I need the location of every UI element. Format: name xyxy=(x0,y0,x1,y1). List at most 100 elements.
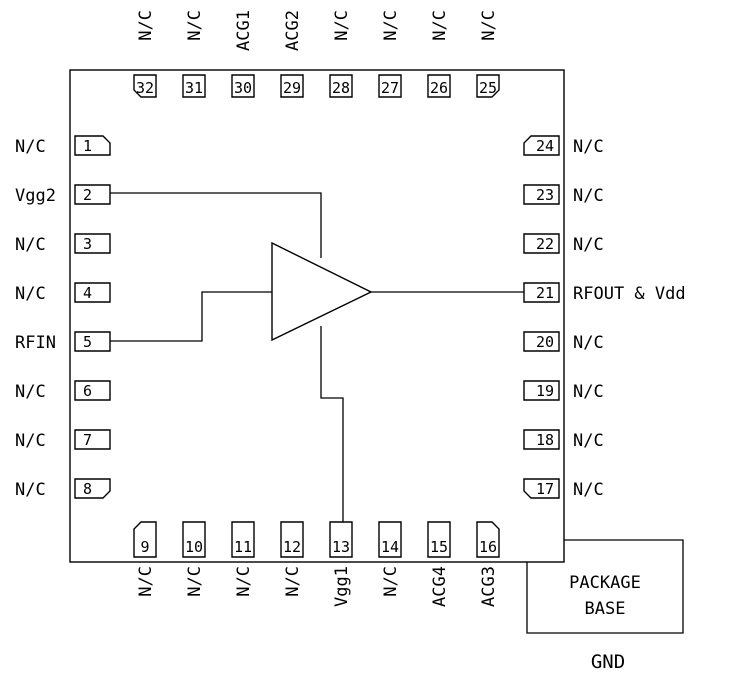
pin-label: Vgg1 xyxy=(332,566,352,607)
rfin-trace xyxy=(110,291,272,342)
package-base-connector xyxy=(526,539,684,634)
left-pin-5: 5 RFIN xyxy=(15,331,111,353)
pin-number: 2 xyxy=(83,186,92,204)
pin-box xyxy=(231,521,255,558)
pin-number: 6 xyxy=(83,382,92,400)
pin-number: 31 xyxy=(185,79,203,97)
vgg2-trace xyxy=(110,192,322,258)
pin-box xyxy=(523,184,560,205)
pin-number: 5 xyxy=(83,333,92,351)
pin-number: 16 xyxy=(479,538,497,556)
package-base-label-line1: PACKAGE xyxy=(569,573,641,593)
pin-box xyxy=(523,233,560,254)
pin-number: 7 xyxy=(83,431,92,449)
pin-box xyxy=(74,135,111,156)
pin-label: N/C xyxy=(15,382,46,402)
pin-number: 13 xyxy=(332,538,350,556)
pin-label: ACG3 xyxy=(479,566,499,607)
left-pin-6: 6 N/C xyxy=(15,380,111,402)
top-pin-32: 32 N/C xyxy=(133,10,157,98)
bottom-pin-9: 9N/C xyxy=(133,521,157,597)
pin-box xyxy=(74,380,111,401)
bottom-pin-14: 14N/C xyxy=(378,521,402,597)
pin-number: 22 xyxy=(536,235,554,253)
pin-number: 19 xyxy=(536,382,554,400)
pin-box xyxy=(523,380,560,401)
pin-label: N/C xyxy=(573,235,604,255)
right-pin-24: 24 N/C xyxy=(523,135,604,157)
pin-number: 9 xyxy=(140,538,149,556)
pin-number: 17 xyxy=(536,480,554,498)
pin-label: N/C xyxy=(234,566,254,597)
pin-box xyxy=(329,74,353,98)
right-pin-22: 22 N/C xyxy=(523,233,604,255)
pin-label: N/C xyxy=(573,431,604,451)
bottom-pin-12: 12N/C xyxy=(280,521,304,597)
pin-number: 1 xyxy=(83,137,92,155)
pin-box xyxy=(280,521,304,558)
bottom-pin-11: 11N/C xyxy=(231,521,255,597)
package-body xyxy=(69,69,565,563)
ground-label: GND xyxy=(591,651,625,673)
left-pin-8: 8N/C xyxy=(15,478,111,500)
pin-box xyxy=(280,74,304,98)
pin-number: 32 xyxy=(136,79,154,97)
pin-label: N/C xyxy=(136,566,156,597)
pin-number: 15 xyxy=(430,538,448,556)
pin-number: 12 xyxy=(283,538,301,556)
pin-label: N/C xyxy=(283,566,303,597)
pin-box xyxy=(523,478,560,499)
bottom-pin-10: 10N/C xyxy=(182,521,206,597)
pin-box xyxy=(329,521,353,558)
pin-box xyxy=(378,521,402,558)
pin-box xyxy=(182,74,206,98)
pin-box xyxy=(74,233,111,254)
pin-number: 20 xyxy=(536,333,554,351)
package-base-label-line2: BASE xyxy=(585,599,626,619)
left-pin-3: 3N/C xyxy=(15,233,111,255)
pin-box xyxy=(523,331,560,352)
pin-box xyxy=(74,478,111,499)
pin-label: ACG1 xyxy=(234,10,254,51)
top-pin-31: 31 N/C xyxy=(182,10,206,98)
pin-label: N/C xyxy=(136,10,156,41)
pin-label: N/C xyxy=(573,480,604,500)
vgg1-trace xyxy=(320,326,344,522)
bottom-pins: 9N/C10N/C11N/C12N/C13Vgg114N/C15ACG416AC… xyxy=(133,521,500,607)
top-pins: 32N/C31N/C30ACG129ACG228N/C27N/C26N/C25N… xyxy=(133,10,500,98)
pin-number: 27 xyxy=(381,79,399,97)
pin-box xyxy=(74,184,111,205)
pin-number: 10 xyxy=(185,538,203,556)
pin-label: N/C xyxy=(573,137,604,157)
pin-number: 23 xyxy=(536,186,554,204)
pin-number: 28 xyxy=(332,79,350,97)
pin-number: 24 xyxy=(536,137,554,155)
pin-label: N/C xyxy=(15,235,46,255)
pin-box xyxy=(182,521,206,558)
amplifier-triangle xyxy=(271,241,373,342)
pin-label: N/C xyxy=(573,333,604,353)
pin-number: 11 xyxy=(234,538,252,556)
pin-label: N/C xyxy=(185,566,205,597)
pin-label: N/C xyxy=(430,10,450,41)
pin-number: 25 xyxy=(479,79,497,97)
pin-label: RFIN xyxy=(15,333,56,353)
pin-label: ACG4 xyxy=(430,566,450,607)
pin-number: 30 xyxy=(234,79,252,97)
pin-label: N/C xyxy=(381,10,401,41)
pin-label: N/C xyxy=(15,431,46,451)
pin-number: 21 xyxy=(536,284,554,302)
left-pin-7: 7 N/C xyxy=(15,429,111,451)
left-pin-1: 1N/C xyxy=(15,135,111,157)
pin-box xyxy=(523,135,560,156)
pin-label: N/C xyxy=(185,10,205,41)
